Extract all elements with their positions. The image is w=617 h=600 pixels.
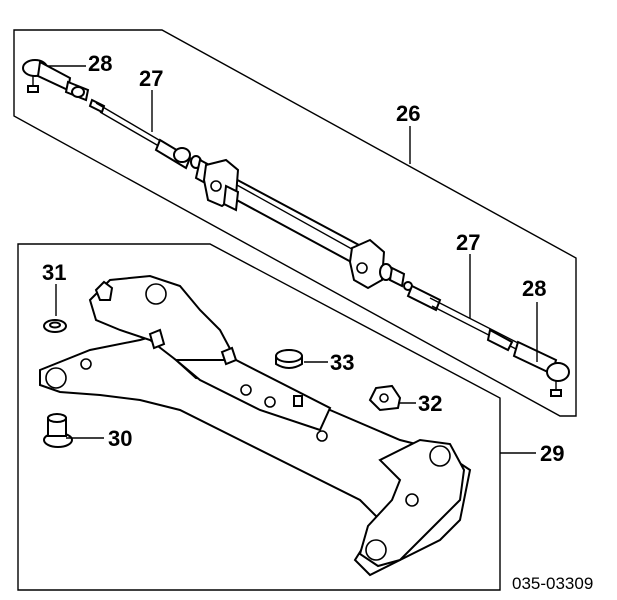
callout-33: 33 — [330, 350, 354, 375]
callout-28-left: 28 — [88, 51, 112, 76]
tie-rod-right — [403, 281, 521, 352]
tie-rod-end-left — [22, 59, 90, 102]
callout-27-left: 27 — [139, 66, 163, 91]
callout-28-right: 28 — [522, 276, 546, 301]
tie-rod-left — [88, 98, 202, 170]
steering-rack-housing — [194, 158, 406, 290]
diagram-code: 035-03309 — [512, 574, 593, 593]
stopper-32 — [368, 384, 402, 412]
tie-rod-end-right — [512, 340, 570, 397]
callout-29: 29 — [540, 441, 564, 466]
front-crossmember — [39, 274, 472, 577]
callout-32: 32 — [418, 391, 442, 416]
mount-washer-31 — [43, 319, 67, 333]
callout-31: 31 — [42, 260, 66, 285]
mount-bushing-30 — [43, 413, 73, 448]
crossmember-group-outline — [17, 243, 501, 591]
callout-30: 30 — [108, 426, 132, 451]
plug-33 — [275, 349, 303, 369]
leader-lines — [48, 65, 538, 454]
callout-26: 26 — [396, 101, 420, 126]
steering-rack-group-outline — [13, 29, 577, 417]
callout-27-right: 27 — [456, 230, 480, 255]
